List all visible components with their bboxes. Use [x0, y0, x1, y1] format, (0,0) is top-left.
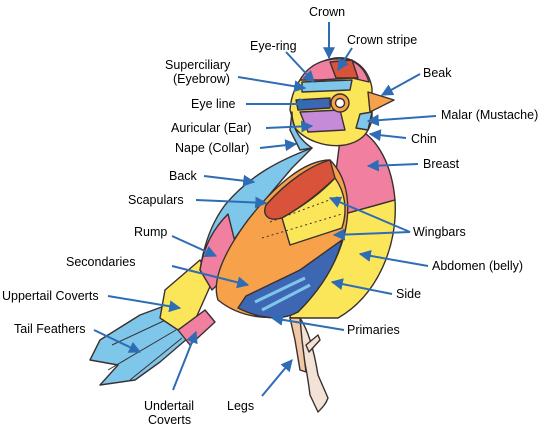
- label-side: Side: [396, 287, 421, 301]
- arrow-superciliary: [237, 76, 307, 93]
- wing-primaries-inner: [254, 276, 311, 312]
- arrow-malar: [366, 114, 437, 127]
- arrow-nape: [259, 139, 298, 152]
- arrow-auricular: [265, 120, 314, 133]
- arrow-breast: [366, 159, 419, 172]
- auricular: [299, 109, 346, 133]
- arrow-rump: [171, 235, 218, 257]
- label-secondaries: Secondaries: [66, 255, 136, 269]
- label-eye-line: Eye line: [191, 97, 236, 111]
- arrow-tail-feathers: [93, 329, 142, 353]
- label-superciliary: Superciliary: [165, 58, 231, 72]
- label-tail-feathers: Tail Feathers: [14, 322, 86, 336]
- leader-arrows: [93, 22, 437, 397]
- arrow-uppertail: [107, 295, 182, 313]
- label-rump: Rump: [134, 225, 167, 239]
- label-nape: Nape (Collar): [175, 141, 249, 155]
- label-auricular: Auricular (Ear): [171, 121, 252, 135]
- label-breast: Breast: [423, 157, 460, 171]
- wing-coverts: [281, 177, 346, 246]
- arrow-secondaries: [171, 265, 250, 289]
- arrow-primaries: [270, 313, 345, 331]
- branch-twig: [305, 334, 321, 353]
- arrow-scapulars: [195, 196, 268, 209]
- label-eye-ring: Eye-ring: [250, 39, 297, 53]
- arrow-wingbars-2: [332, 228, 411, 241]
- part-labels: Crown Eye-ring Crown stripe Superciliary…: [2, 5, 538, 427]
- arrow-beak: [380, 73, 421, 96]
- label-legs: Legs: [227, 399, 254, 413]
- label-undertail-coverts: Coverts: [148, 413, 191, 427]
- superciliary: [301, 79, 353, 93]
- label-scapulars: Scapulars: [128, 193, 184, 207]
- arrow-crown-stripe: [337, 47, 353, 72]
- arrow-undertail: [172, 330, 198, 391]
- bird-leg: [289, 317, 307, 373]
- label-chin: Chin: [411, 132, 437, 146]
- label-superciliary-eyebrow: (Eyebrow): [173, 72, 230, 86]
- bird-beak: [367, 91, 395, 113]
- tail-feather-lines: [107, 317, 183, 381]
- arrow-chin: [368, 129, 407, 142]
- arrow-abdomen: [358, 249, 429, 267]
- label-crown-stripe: Crown stripe: [347, 33, 417, 47]
- eye: [334, 97, 346, 109]
- wing-bar-dots: [261, 195, 343, 239]
- arrow-eye-ring: [285, 51, 315, 83]
- label-primaries: Primaries: [347, 323, 400, 337]
- label-uppertail-coverts: Uppertail Coverts: [2, 289, 99, 303]
- arrow-legs: [261, 359, 293, 397]
- arrow-side: [330, 278, 393, 295]
- label-abdomen: Abdomen (belly): [432, 259, 523, 273]
- label-crown: Crown: [309, 5, 345, 19]
- label-undertail: Undertail: [144, 399, 194, 413]
- arrow-back: [203, 174, 256, 187]
- label-wingbars: Wingbars: [413, 225, 466, 239]
- arrow-wingbars-1: [328, 196, 411, 233]
- label-beak: Beak: [423, 66, 452, 80]
- label-back: Back: [169, 169, 198, 183]
- label-malar: Malar (Mustache): [441, 108, 538, 122]
